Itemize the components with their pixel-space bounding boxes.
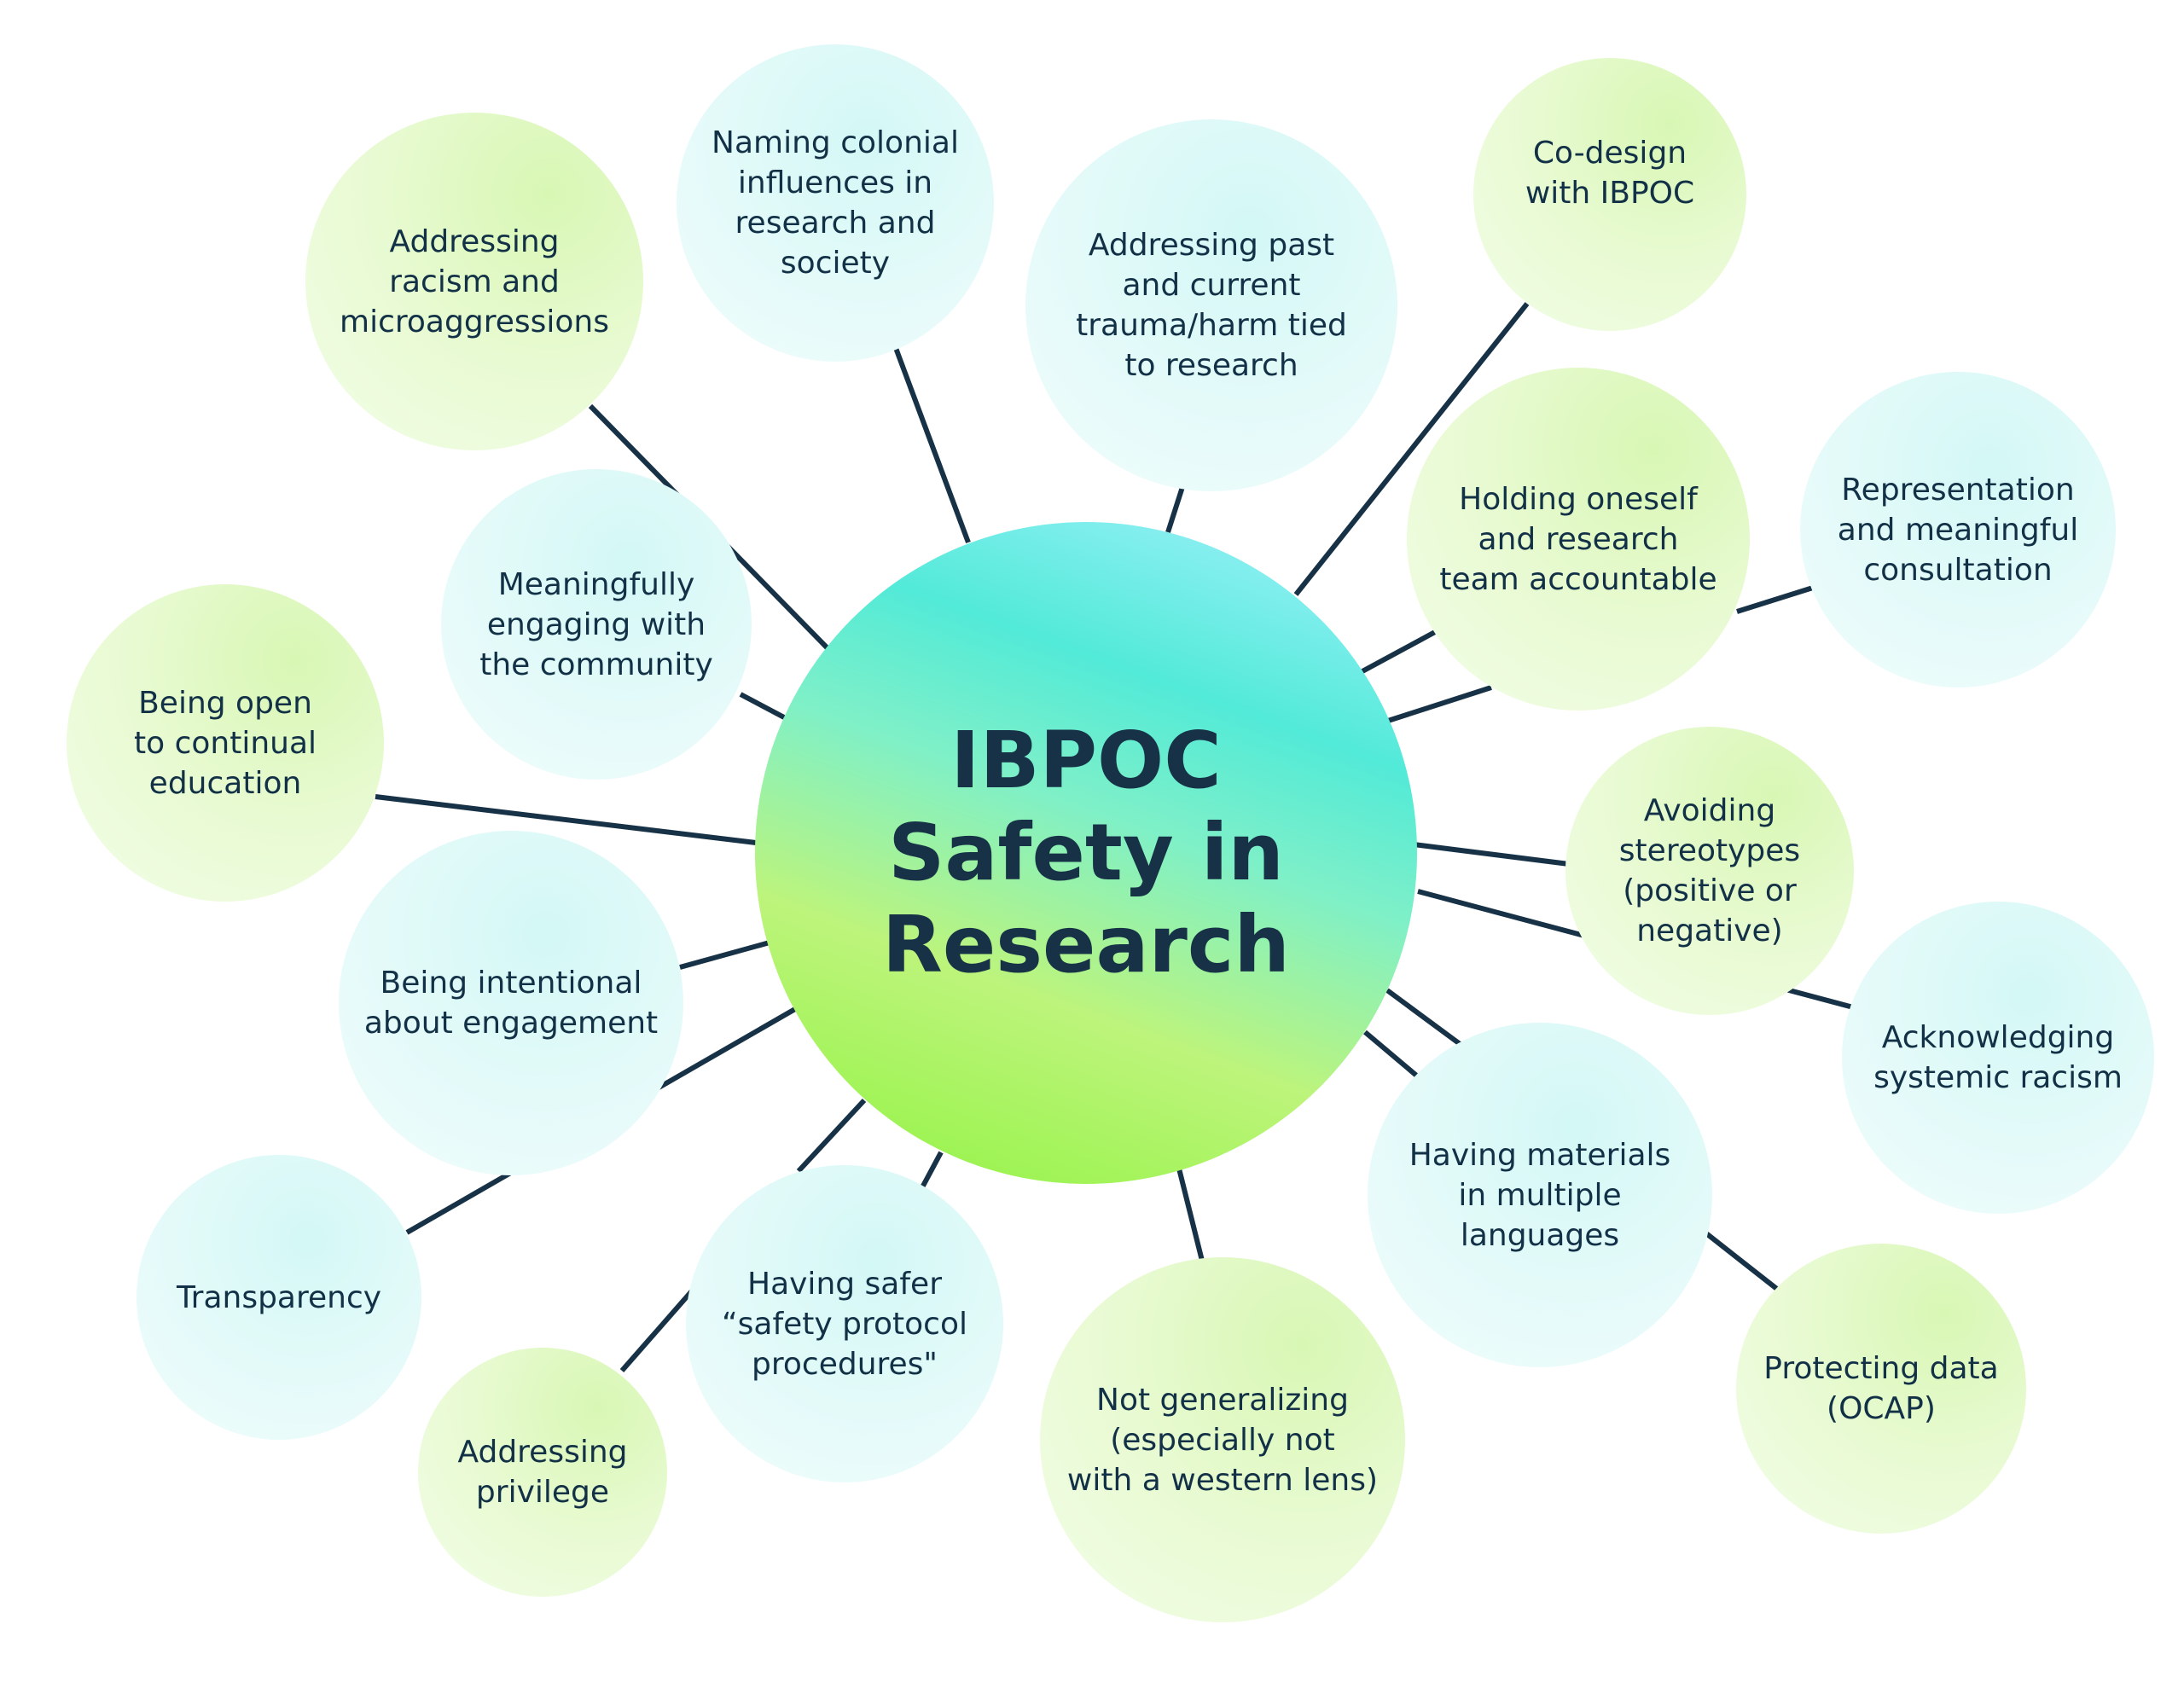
bubble-label: Not generalizing (especially not with a … xyxy=(1066,1382,1379,1498)
connector-having-materials-1 xyxy=(1385,988,1464,1048)
bubble-label: Transparency xyxy=(176,1279,382,1315)
bubble-being-intentional: Being intentional about engagement xyxy=(339,831,683,1175)
bubble-addressing-trauma: Addressing past and current trauma/harm … xyxy=(1025,119,1397,491)
connector-protecting-data xyxy=(1705,1231,1780,1292)
bubble-label: Avoiding stereotypes (positive or negati… xyxy=(1618,793,1801,948)
bubble-label: Co-design with IBPOC xyxy=(1525,136,1695,211)
bubble-representation: Representation and meaningful consultati… xyxy=(1800,372,2116,687)
connector-addressing-trauma xyxy=(1165,486,1185,533)
bubble-label: Addressing privilege xyxy=(457,1435,628,1510)
central-topic-title: IBPOC Safety in Research xyxy=(882,715,1290,990)
connector-having-materials-2 xyxy=(1363,1030,1421,1081)
connector-having-safer-1 xyxy=(796,1098,867,1174)
bubble-label: Meaningfully engaging with the community xyxy=(479,566,713,682)
bubble-label: Representation and meaningful consultati… xyxy=(1837,472,2079,588)
bubble-label: Having safer “safety protocol procedures… xyxy=(722,1266,967,1382)
bubble-addressing-racism: Addressing racism and microaggressions xyxy=(305,113,643,450)
bubble-label: Addressing past and current trauma/harm … xyxy=(1076,228,1347,383)
connector-holding-accountable-2 xyxy=(1387,685,1492,723)
bubble-holding-accountable: Holding oneself and research team accoun… xyxy=(1407,368,1750,711)
bubble-label: Holding oneself and research team accoun… xyxy=(1439,481,1717,597)
bubble-label: Naming colonial influences in research a… xyxy=(712,125,959,281)
connector-holding-accountable-1 xyxy=(1361,629,1437,674)
connector-being-open xyxy=(375,794,757,845)
bubble-label: Acknowledging systemic racism xyxy=(1873,1020,2123,1095)
bubble-label: Being intentional about engagement xyxy=(363,966,659,1041)
connector-meaningfully-engaging xyxy=(739,692,786,720)
connector-representation xyxy=(1736,585,1814,614)
bubble-label: Protecting data (OCAP) xyxy=(1763,1351,1999,1426)
bubble-being-open: Being open to continual education xyxy=(67,584,384,902)
bubble-co-design: Co-design with IBPOC xyxy=(1473,58,1746,331)
bubble-acknowledging-racism: Acknowledging systemic racism xyxy=(1842,902,2154,1214)
bubble-having-materials: Having materials in multiple languages xyxy=(1368,1023,1712,1367)
connector-having-safer-2 xyxy=(919,1151,944,1191)
bubble-naming-colonial: Naming colonial influences in research a… xyxy=(677,44,994,362)
connector-not-generalizing xyxy=(1176,1168,1205,1262)
connector-being-intentional xyxy=(679,940,770,970)
bubble-label: Being open to continual education xyxy=(133,685,317,801)
bubble-avoiding-stereotypes: Avoiding stereotypes (positive or negati… xyxy=(1565,727,1854,1015)
connector-avoiding-stereotypes xyxy=(1413,842,1570,867)
bubble-having-safer: Having safer “safety protocol procedures… xyxy=(686,1165,1003,1482)
bubble-label: Having materials in multiple languages xyxy=(1409,1137,1671,1253)
bubble-meaningfully-engaging: Meaningfully engaging with the community xyxy=(441,469,752,780)
central-topic: IBPOC Safety in Research xyxy=(755,522,1417,1184)
bubble-label: Addressing racism and microaggressions xyxy=(340,223,609,339)
bubble-addressing-privilege: Addressing privilege xyxy=(418,1348,667,1597)
bubble-protecting-data: Protecting data (OCAP) xyxy=(1736,1244,2026,1534)
bubble-transparency: Transparency xyxy=(136,1155,421,1440)
connector-co-design xyxy=(1293,302,1530,596)
bubble-not-generalizing: Not generalizing (especially not with a … xyxy=(1040,1257,1405,1622)
connector-naming-colonial xyxy=(893,346,971,544)
